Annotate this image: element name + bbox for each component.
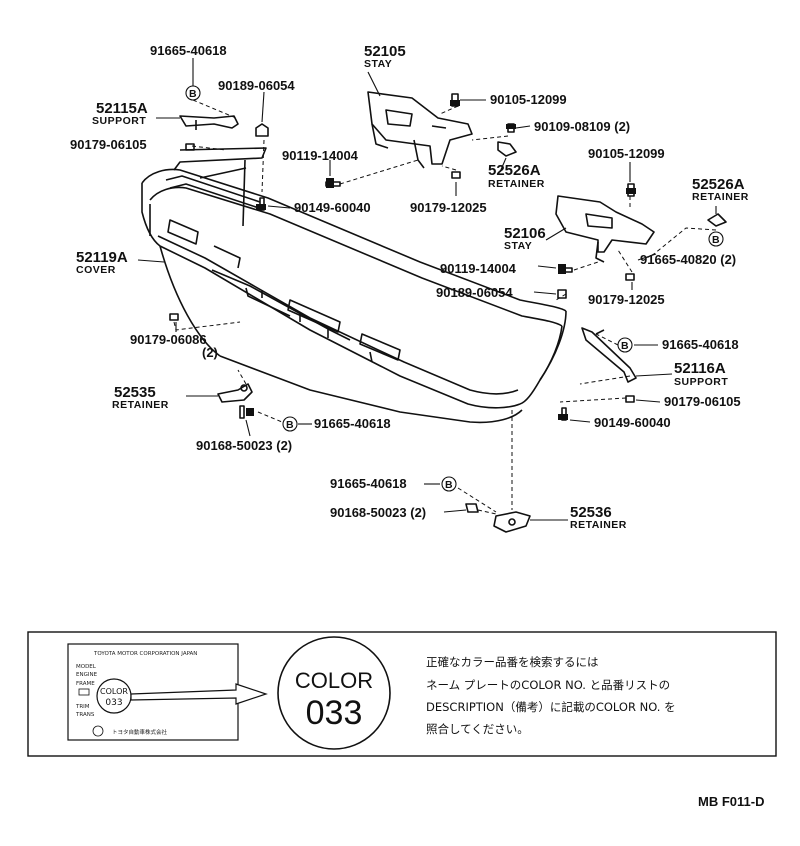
svg-text:DESCRIPTION（備考）に記載のCOLOR NO. を: DESCRIPTION（備考）に記載のCOLOR NO. を bbox=[426, 700, 676, 714]
svg-text:ENGINE: ENGINE bbox=[76, 672, 98, 678]
bolt-b-icon: B bbox=[441, 476, 457, 492]
part-label: 90168-50023 (2) bbox=[196, 438, 292, 453]
part-label: 52105 bbox=[364, 43, 406, 60]
part-label: 90179-12025 bbox=[410, 200, 487, 215]
part-label: 52115A bbox=[96, 100, 148, 117]
bolt-b-icon: B bbox=[708, 231, 724, 247]
svg-text:B: B bbox=[445, 479, 453, 491]
bumper-cover-drawing bbox=[141, 147, 567, 424]
part-name: SUPPORT bbox=[674, 376, 728, 388]
part-label: 52535 bbox=[114, 384, 156, 401]
part-label: 90105-12099 bbox=[588, 146, 665, 161]
name-plate: TOYOTA MOTOR CORPORATION JAPAN MODEL ENG… bbox=[67, 643, 268, 741]
part-label: 91665-40820 (2) bbox=[640, 252, 736, 267]
svg-text:B: B bbox=[189, 88, 197, 100]
svg-text:B: B bbox=[286, 419, 294, 431]
part-name: RETAINER bbox=[570, 519, 627, 531]
svg-text:B: B bbox=[621, 340, 629, 352]
svg-text:COLOR: COLOR bbox=[295, 668, 373, 693]
svg-text:033: 033 bbox=[105, 698, 122, 708]
part-label: 90179-12025 bbox=[588, 292, 665, 307]
svg-text:トヨタ自動車株式会社: トヨタ自動車株式会社 bbox=[112, 728, 168, 736]
leader-lines bbox=[137, 58, 717, 521]
part-label: 52106 bbox=[504, 225, 546, 242]
support-52116A-drawing bbox=[581, 327, 637, 383]
svg-text:FRAME: FRAME bbox=[76, 681, 95, 687]
part-label: 52526A bbox=[488, 162, 541, 179]
part-name: RETAINER bbox=[112, 399, 169, 411]
part-label: 90109-08109 (2) bbox=[534, 119, 630, 134]
diagram-code: MB F011-D bbox=[698, 794, 764, 809]
part-name: COVER bbox=[76, 264, 116, 276]
svg-text:TRANS: TRANS bbox=[75, 712, 95, 718]
bolt-b-icon: B bbox=[617, 337, 633, 353]
color-instruction-text: 正確なカラー品番を検索するには ネーム プレートのCOLOR NO. と品番リス… bbox=[426, 655, 676, 736]
bolt-b-icon: B bbox=[282, 416, 298, 432]
part-label: 52116A bbox=[674, 360, 726, 377]
support-52115A-drawing bbox=[179, 115, 239, 130]
svg-text:TRIM: TRIM bbox=[75, 704, 90, 710]
part-label: 91665-40618 bbox=[662, 337, 739, 352]
svg-text:正確なカラー品番を検索するには: 正確なカラー品番を検索するには bbox=[426, 655, 599, 669]
part-label: 52119A bbox=[76, 249, 128, 266]
part-label: 90149-60040 bbox=[594, 415, 671, 430]
part-label: 90168-50023 (2) bbox=[330, 505, 426, 520]
part-name: RETAINER bbox=[692, 191, 749, 203]
svg-text:033: 033 bbox=[306, 694, 363, 732]
part-label: 90149-60040 bbox=[294, 200, 371, 215]
part-label: 90119-14004 bbox=[440, 261, 517, 276]
part-name: STAY bbox=[504, 240, 532, 252]
retainer-52536-drawing bbox=[493, 511, 531, 533]
part-labels: 91665-40618 90189-06054 52115A SUPPORT 9… bbox=[70, 43, 749, 531]
part-name: RETAINER bbox=[488, 178, 545, 190]
part-label: 52536 bbox=[570, 504, 612, 521]
stay-52105-drawing bbox=[367, 91, 473, 169]
part-label: 90105-12099 bbox=[490, 92, 567, 107]
part-label: 52526A bbox=[692, 176, 745, 193]
part-label: 90179-06105 bbox=[664, 394, 741, 409]
bolt-b-icon: B bbox=[185, 85, 201, 101]
svg-text:MODEL: MODEL bbox=[76, 664, 97, 670]
part-label: 90189-06054 bbox=[436, 285, 513, 300]
part-label: 91665-40618 bbox=[330, 476, 407, 491]
part-label: 91665-40618 bbox=[314, 416, 391, 431]
svg-text:B: B bbox=[712, 234, 720, 246]
stay-52106-drawing bbox=[555, 195, 655, 263]
part-label: (2) bbox=[202, 345, 218, 360]
part-name: STAY bbox=[364, 58, 392, 70]
svg-text:COLOR: COLOR bbox=[100, 687, 128, 696]
part-label: 90189-06054 bbox=[218, 78, 295, 93]
part-label: 90179-06105 bbox=[70, 137, 147, 152]
retainer-52535-drawing bbox=[217, 383, 253, 403]
svg-text:ネーム プレートのCOLOR NO. と品番リストの: ネーム プレートのCOLOR NO. と品番リストの bbox=[426, 678, 670, 692]
part-name: SUPPORT bbox=[92, 115, 146, 127]
part-label: 90119-14004 bbox=[282, 148, 359, 163]
svg-text:TOYOTA MOTOR CORPORATION JAPA: TOYOTA MOTOR CORPORATION JAPAN bbox=[93, 651, 197, 657]
color-code-badge: COLOR 033 bbox=[277, 636, 391, 750]
part-label: 91665-40618 bbox=[150, 43, 227, 58]
color-note-box: TOYOTA MOTOR CORPORATION JAPAN MODEL ENG… bbox=[27, 631, 777, 757]
part-label: 90179-06086 bbox=[130, 332, 207, 347]
svg-text:照合してください。: 照合してください。 bbox=[426, 722, 529, 736]
